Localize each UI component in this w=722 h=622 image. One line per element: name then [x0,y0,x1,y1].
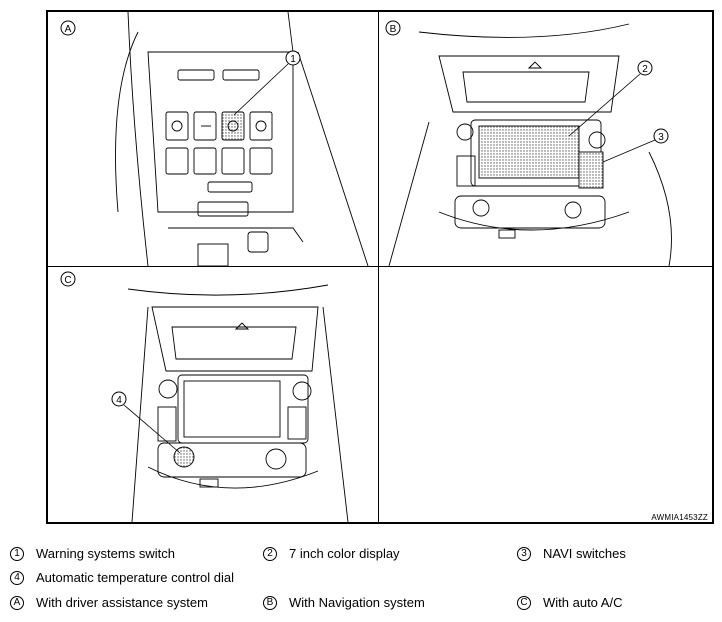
panel-divider-vertical [378,10,379,524]
legend-item: A With driver assistance system [10,595,208,610]
legend-item: C With auto A/C [517,595,622,610]
legend-marker: 4 [10,570,24,585]
panel-b-label: B [385,20,401,36]
panel-a-label: A [60,20,76,36]
svg-text:B: B [390,24,397,35]
legend-text: With auto A/C [543,595,623,610]
legend-marker: A [10,595,24,610]
callout-3: 3 [602,128,669,163]
panel-c: C 4 [48,267,378,522]
legend-text: Automatic temperature control dial [36,570,234,585]
navigation-console-illustration [388,23,672,266]
legend-marker: B [263,595,277,610]
legend-row: 1 Warning systems switch 2 7 inch color … [10,546,710,566]
legend-text: 7 inch color display [289,546,400,561]
svg-text:C: C [64,275,71,286]
panel-a: A [48,12,378,266]
panel-b: B 2 3 [379,12,712,266]
legend-marker: C [517,595,531,610]
callout-2: 2 [568,60,653,137]
legend-item: B With Navigation system [263,595,425,610]
legend-item: 1 Warning systems switch [10,546,175,561]
legend-row: 4 Automatic temperature control dial [10,570,710,590]
panel-divider-horizontal [46,266,714,267]
panel-c-label: C [60,271,76,287]
legend-item: 4 Automatic temperature control dial [10,570,234,585]
legend-text: With driver assistance system [36,595,208,610]
driver-assist-console-illustration [115,12,369,266]
legend-text: NAVI switches [543,546,626,561]
legend-row: A With driver assistance system B With N… [10,595,710,615]
figure-reference-code: AWMIA1453ZZ [651,513,708,522]
svg-text:4: 4 [116,395,122,406]
svg-text:A: A [65,24,72,35]
callout-4: 4 [111,391,181,454]
legend-marker: 1 [10,546,24,561]
legend-marker: 2 [263,546,277,561]
legend-item: 3 NAVI switches [517,546,626,561]
legend-marker: 3 [517,546,531,561]
legend-item: 2 7 inch color display [263,546,400,561]
svg-text:3: 3 [658,132,664,143]
legend-text: With Navigation system [289,595,425,610]
legend-text: Warning systems switch [36,546,175,561]
svg-text:2: 2 [642,64,648,75]
auto-ac-console-illustration [127,284,349,522]
callout-1: 1 [233,50,301,116]
diagram-frame [46,10,714,524]
svg-text:1: 1 [290,54,296,65]
